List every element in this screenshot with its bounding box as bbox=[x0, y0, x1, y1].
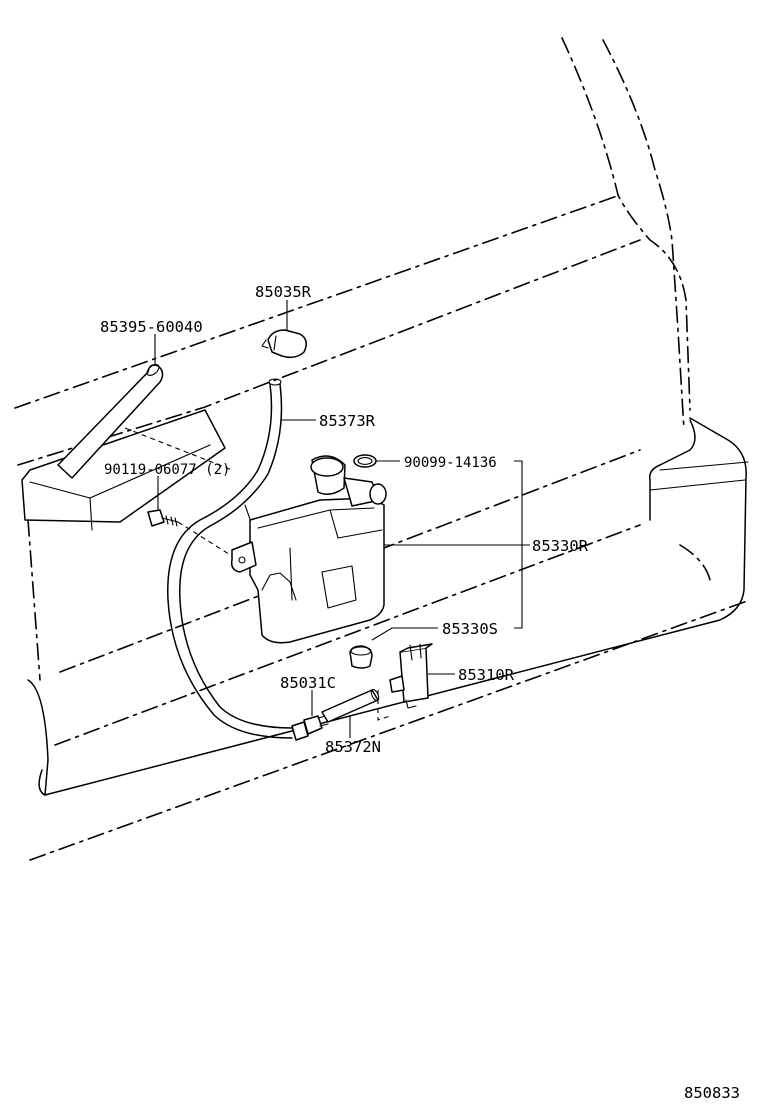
bolt-part bbox=[147, 509, 233, 557]
check-valve-part bbox=[291, 715, 329, 741]
pump-part bbox=[377, 643, 433, 721]
upper-hose-part bbox=[167, 378, 293, 739]
callout-nozzle: 85035R bbox=[255, 283, 312, 301]
callout-cap-seal: 90099-14136 bbox=[404, 455, 497, 471]
callout-tank: 85330R bbox=[532, 537, 589, 555]
callout-grommet: 85330S bbox=[442, 620, 498, 638]
filler-hose-part bbox=[57, 364, 233, 479]
callout-pump: 85310R bbox=[458, 666, 515, 684]
callout-upper-hose: 85373R bbox=[319, 412, 376, 430]
oring-part bbox=[353, 454, 377, 468]
callout-valve: 85031C bbox=[280, 674, 336, 692]
part-labels: 85035R 85395-60040 85373R 90119-06077 (2… bbox=[100, 283, 740, 1102]
nozzle-part bbox=[261, 329, 307, 359]
callout-lower-hose: 85372N bbox=[325, 738, 381, 756]
vehicle-body-outline bbox=[14, 37, 751, 861]
washer-tank-part bbox=[230, 455, 387, 644]
callout-bolt: 90119-06077 (2) bbox=[104, 462, 230, 478]
leader-lines bbox=[154, 300, 530, 738]
grommet-part bbox=[349, 645, 373, 669]
callout-filler-hose: 85395-60040 bbox=[100, 318, 203, 336]
diagram-code: 850833 bbox=[684, 1084, 740, 1102]
lower-hose-part bbox=[321, 688, 380, 723]
